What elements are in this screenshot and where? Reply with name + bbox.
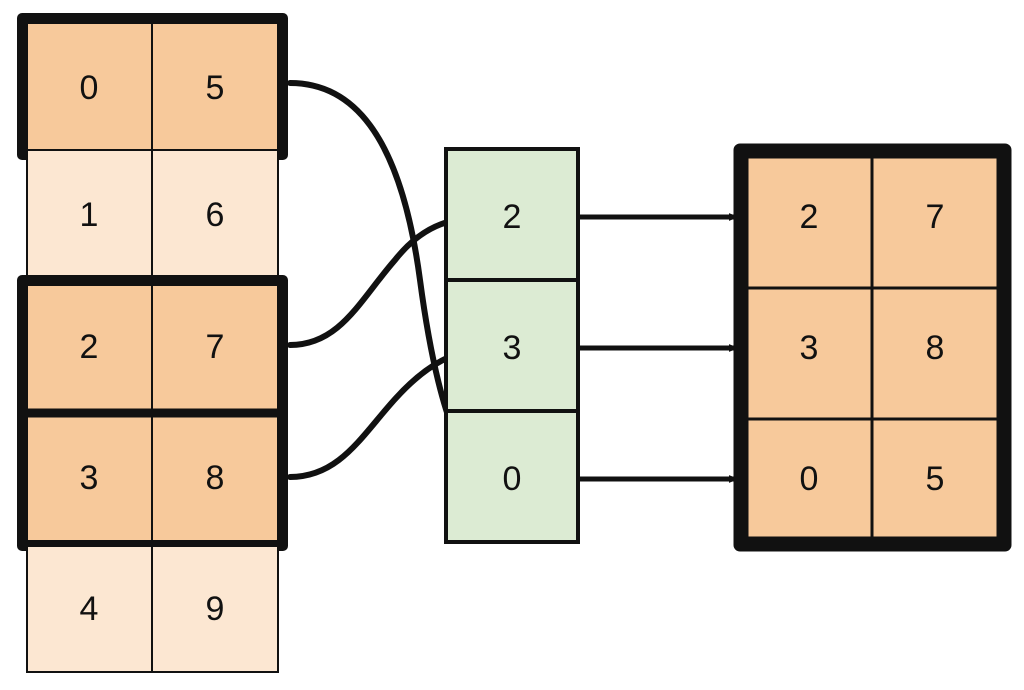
source-cell-label: 4 [80, 590, 99, 628]
result-array: 2 7 3 8 0 5 [733, 143, 1012, 552]
source-cell-label: 5 [206, 69, 225, 107]
source-cell-label: 1 [80, 196, 99, 234]
source-cell-label: 6 [206, 196, 225, 234]
result-cell-label: 8 [926, 329, 945, 367]
source-row-0[interactable]: 0 5 [17, 13, 288, 160]
index-cell-label: 2 [503, 198, 522, 236]
source-row-4[interactable]: 4 9 [26, 545, 279, 673]
result-array-outline [733, 143, 1012, 552]
result-cell-2-0[interactable] [745, 417, 874, 540]
source-cell-label: 2 [80, 328, 99, 366]
index-cell-2[interactable] [444, 409, 580, 544]
result-cell-label: 7 [926, 198, 945, 236]
result-cell-label: 5 [926, 460, 945, 498]
source-cell-2-1[interactable] [151, 284, 279, 411]
source-cell-3-1[interactable] [151, 415, 279, 542]
result-cell-label: 0 [800, 460, 819, 498]
source-cell-label: 8 [206, 459, 225, 497]
source-row-3[interactable]: 3 8 [26, 415, 279, 542]
result-cell-1-0[interactable] [745, 286, 874, 421]
source-cell-0-0[interactable] [26, 22, 153, 151]
source-cell-label: 0 [80, 69, 99, 107]
result-cell-label: 3 [800, 329, 819, 367]
result-cell-label: 2 [800, 198, 819, 236]
arrow-group [580, 213, 739, 483]
source-cell-4-1[interactable] [151, 545, 279, 673]
source-cell-label: 9 [206, 590, 225, 628]
result-cell-2-1[interactable] [870, 417, 1000, 540]
source-array: 0 5 1 6 2 7 3 8 [17, 13, 288, 673]
index-cell-label: 0 [503, 460, 522, 498]
source-cell-1-1[interactable] [151, 149, 279, 281]
source-cell-0-1[interactable] [151, 22, 279, 151]
source-cell-4-0[interactable] [26, 545, 153, 673]
source-row-2[interactable]: 2 7 [26, 284, 279, 411]
index-cell-label: 3 [503, 329, 522, 367]
source-row-1[interactable]: 1 6 [26, 149, 279, 281]
source-cell-label: 7 [206, 328, 225, 366]
source-cell-label: 3 [80, 459, 99, 497]
index-array: 2 3 0 [444, 147, 580, 544]
index-cell-1[interactable] [444, 278, 580, 413]
index-cell-0[interactable] [444, 147, 580, 282]
result-cell-1-1[interactable] [870, 286, 1000, 421]
